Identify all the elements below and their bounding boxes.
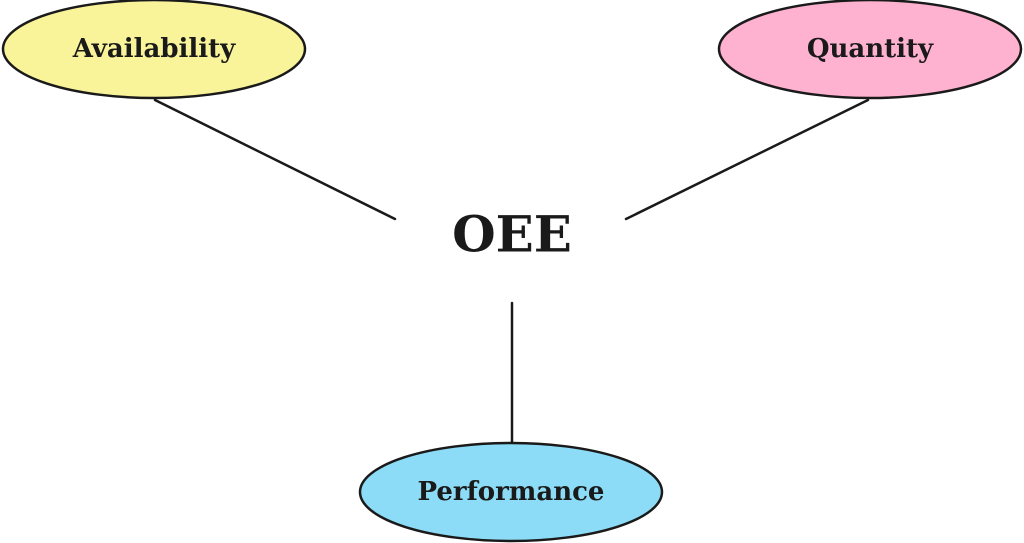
- node-quantity-ellipse: [717, 0, 1023, 100]
- connector-quantity: [624, 98, 870, 221]
- node-availability: Availability: [1, 0, 307, 100]
- node-performance: Performance: [358, 441, 664, 543]
- node-performance-label: Performance: [418, 477, 605, 507]
- node-quantity-label: Quantity: [807, 34, 934, 64]
- node-quantity: Quantity: [717, 0, 1023, 100]
- center-label-oee: OEE: [452, 205, 572, 264]
- node-availability-label: Availability: [72, 34, 236, 64]
- connector-availability: [153, 98, 397, 221]
- node-performance-ellipse: [358, 441, 664, 543]
- node-availability-ellipse: [1, 0, 307, 100]
